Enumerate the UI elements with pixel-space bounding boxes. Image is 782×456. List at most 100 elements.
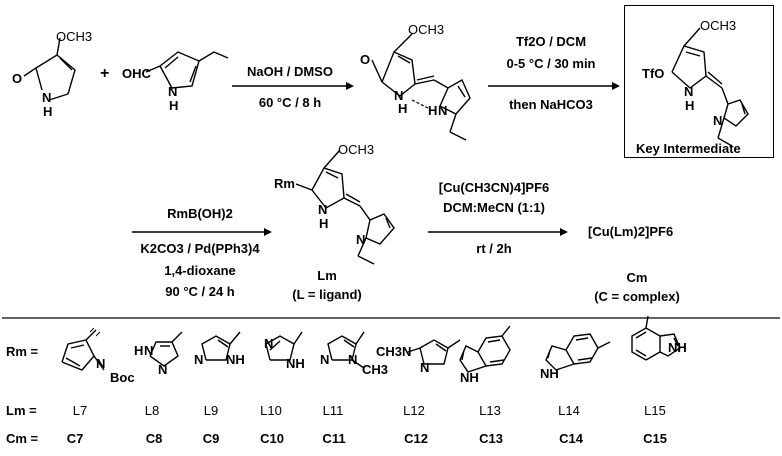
- plus-sign: +: [100, 65, 110, 82]
- complex-label-12: C12: [404, 431, 428, 446]
- rg-n-mepyrazole-a: N: [320, 352, 330, 367]
- step4-solvent: DCM:MeCN (1:1): [443, 200, 545, 215]
- rg-nh2-h: H: [295, 356, 305, 371]
- rgroup-pyrazole-3: [201, 331, 241, 361]
- atom-oxygen-1: O: [12, 71, 23, 86]
- step3-catalyst: K2CO3 / Pd(PPh3)4: [140, 241, 260, 256]
- rg-nh-h: H: [235, 352, 245, 367]
- row-label-ligand: Lm =: [6, 403, 37, 418]
- rg-n-imidazole-a: N: [264, 336, 274, 351]
- atom-n-7: N: [318, 202, 328, 217]
- atom-methoxy-4: OCH3: [338, 142, 375, 157]
- rg-nh5-h: H: [677, 340, 687, 355]
- ligand-symbol: Lm: [317, 268, 337, 283]
- rgroup-indole-5: [545, 333, 611, 371]
- rg-nh-pyrazole3: NH: [226, 352, 245, 367]
- complex-label-15: C15: [643, 431, 667, 446]
- rg-n-boc: N: [96, 356, 106, 371]
- rg-nh4-n: N: [540, 366, 550, 381]
- rg-nh5-n: N: [668, 340, 678, 355]
- step3-reagent: RmB(OH)2: [167, 206, 233, 221]
- ligand-label-11: L11: [322, 403, 344, 418]
- complex-label-14: C14: [559, 431, 583, 446]
- rgroup-methylpyrazole: [327, 331, 365, 369]
- rg-nh-indole-5: NH: [540, 366, 559, 381]
- rg-n-pyrazole-a: N: [144, 343, 154, 358]
- atom-n-2: N: [168, 84, 178, 99]
- atom-h-5: H: [685, 98, 695, 113]
- rg-h-pyrazole: H: [134, 343, 144, 358]
- rgroup-methylpyrazole-4: [407, 339, 461, 365]
- atom-n-6: N: [713, 113, 723, 128]
- rg-nh-imidazole: NH: [286, 356, 305, 371]
- atom-n-8: N: [356, 232, 366, 247]
- atom-oxygen-2: O: [360, 52, 371, 67]
- atom-methoxy-3: OCH3: [700, 18, 737, 33]
- rg-nh-indole-7: NH: [668, 340, 687, 355]
- step1-reagent: NaOH / DMSO: [247, 64, 333, 79]
- rg-n-mepyrazole4-b: N: [420, 360, 430, 375]
- step1-condition: 60 °C / 8 h: [258, 95, 322, 110]
- atom-n-1: N: [42, 90, 52, 105]
- rg-nh3-h: H: [469, 370, 479, 385]
- rg-n-mepyrazole4-a: N: [402, 344, 412, 359]
- step2-reagent: Tf2O / DCM: [515, 34, 587, 49]
- atom-r-group: Rm: [274, 176, 295, 191]
- rg-nh-n: N: [226, 352, 236, 367]
- rgroup-boc-pyrrole: [61, 327, 105, 371]
- key-intermediate-box: [624, 5, 774, 158]
- ligand-label-13: L13: [479, 403, 501, 418]
- complex-label: (C = complex): [594, 289, 680, 304]
- rg-boc: Boc: [110, 370, 135, 385]
- row-label-complex: Cm =: [6, 431, 39, 446]
- complex-label-10: C10: [260, 431, 284, 446]
- atom-n-3: N: [394, 88, 404, 103]
- rg-nh4-h: H: [549, 366, 559, 381]
- rgroup-indole-6: [459, 325, 511, 373]
- methoxy-text: OCH3: [56, 29, 93, 44]
- key-intermediate-structure: [671, 27, 749, 147]
- complex-label-9: C9: [202, 431, 220, 446]
- atom-methoxy-2: OCH3: [408, 22, 445, 37]
- methoxy-pyrrolinone-structure: [23, 37, 76, 101]
- step4-condition: rt / 2h: [476, 241, 512, 256]
- atom-n-4: N: [438, 103, 448, 118]
- ligand-label-15: L15: [644, 403, 666, 418]
- step2-condition-workup: then NaHCO3: [509, 97, 593, 112]
- ligand-label-10: L10: [260, 403, 282, 418]
- rg-n-pyrazole3-a: N: [194, 352, 204, 367]
- atom-h-1: H: [43, 104, 53, 119]
- atom-h-7: H: [319, 216, 329, 231]
- atom-triflate: TfO: [642, 66, 665, 81]
- key-intermediate-label: Key Intermediate: [636, 141, 741, 156]
- rgroup-imidazole: [265, 331, 303, 361]
- ligand-label-12: L12: [403, 403, 425, 418]
- dipyrrinone-structure: [371, 33, 471, 141]
- ligand-label-7: L7: [72, 403, 88, 418]
- complex-label-8: C8: [145, 431, 163, 446]
- step3-condition: 90 °C / 24 h: [165, 284, 235, 299]
- complex-label-7: C7: [66, 431, 84, 446]
- ligand-label-8: L8: [144, 403, 160, 418]
- atom-h-2: H: [169, 98, 179, 113]
- complex-label-11: C11: [322, 431, 346, 446]
- atom-h-3: H: [398, 101, 408, 116]
- ligand-label-9: L9: [203, 403, 219, 418]
- rg-methyl-1: CH3: [362, 362, 389, 377]
- ethylpyrrole-aldehyde-structure: [145, 51, 229, 89]
- complex-formula: [Cu(Lm)2]PF6: [588, 224, 674, 239]
- ligand-label: (L = ligand): [292, 287, 362, 302]
- rg-nh3-n: N: [460, 370, 470, 385]
- row-label-rgroup: Rm =: [6, 344, 39, 359]
- rgroup-pyrazole-4: [149, 331, 183, 367]
- rg-nh-indole-6: NH: [460, 370, 479, 385]
- ligand-label-14: L14: [558, 403, 580, 418]
- rg-n-mepyrazole-b: N: [348, 352, 358, 367]
- rg-nh2-n: N: [286, 356, 296, 371]
- atom-h-4: H: [428, 103, 438, 118]
- atom-n-5: N: [684, 84, 694, 99]
- step4-reagent: [Cu(CH3CN)4]PF6: [438, 180, 550, 195]
- rg-n-pyrazole-b: N: [158, 362, 168, 377]
- step3-solvent: 1,4-dioxane: [164, 263, 236, 278]
